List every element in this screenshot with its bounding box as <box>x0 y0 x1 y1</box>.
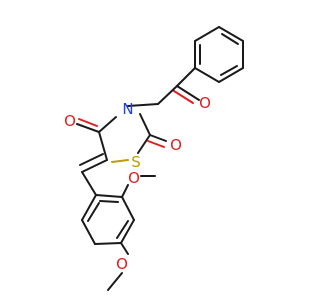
atom-o-methoxy-2: O <box>128 169 140 187</box>
atom-o-c4: O <box>64 112 76 130</box>
bond <box>95 194 123 198</box>
bond <box>121 196 135 221</box>
bond <box>81 194 97 221</box>
bond-co <box>176 85 200 101</box>
bond-co <box>78 118 98 127</box>
bond-co <box>149 134 167 142</box>
bond-co <box>147 140 165 148</box>
bond <box>98 116 117 133</box>
bond <box>218 67 244 83</box>
bond <box>127 103 159 107</box>
atom-label: N <box>122 100 133 118</box>
thiazolidine-ring <box>98 113 151 163</box>
bond-co <box>76 123 100 133</box>
atom-o-methoxy-4: O <box>116 255 128 273</box>
bond <box>81 171 97 196</box>
atom-s-ring: S <box>131 153 141 171</box>
bond-inner <box>220 65 238 76</box>
atom-n-ring: N <box>122 100 133 118</box>
atom-label: O <box>128 169 140 187</box>
atom-label: O <box>116 255 128 273</box>
bond <box>98 131 108 161</box>
bond-inner <box>221 33 239 45</box>
bond <box>137 134 151 154</box>
bond <box>194 67 220 83</box>
bond <box>79 153 104 166</box>
bond <box>120 219 135 244</box>
bond <box>107 272 123 291</box>
bond <box>218 26 244 42</box>
atom-o-ketone: O <box>199 94 211 112</box>
molecule-structure: O O N O S O O <box>64 26 244 291</box>
bond-inner <box>116 220 129 239</box>
atom-label: O <box>64 112 76 130</box>
atom-label: O <box>199 94 211 112</box>
bond <box>194 26 220 42</box>
bond <box>81 219 96 245</box>
phenyl-ring <box>194 26 244 83</box>
molecule-diagram: O O N O S O O <box>64 26 244 291</box>
bond <box>120 242 129 255</box>
bond <box>94 242 122 245</box>
bond <box>111 159 129 163</box>
bond-co <box>173 90 194 104</box>
bond <box>81 159 108 173</box>
bond <box>121 184 129 198</box>
bond <box>176 67 196 87</box>
bond-inner <box>99 200 119 203</box>
atom-label: O <box>170 136 182 154</box>
bond <box>139 113 151 136</box>
atom-label: S <box>131 153 141 171</box>
dimethoxyphenyl-ring <box>81 171 135 245</box>
bond <box>157 85 178 105</box>
atom-o-c2: O <box>170 136 182 154</box>
bond-inner <box>87 202 100 222</box>
